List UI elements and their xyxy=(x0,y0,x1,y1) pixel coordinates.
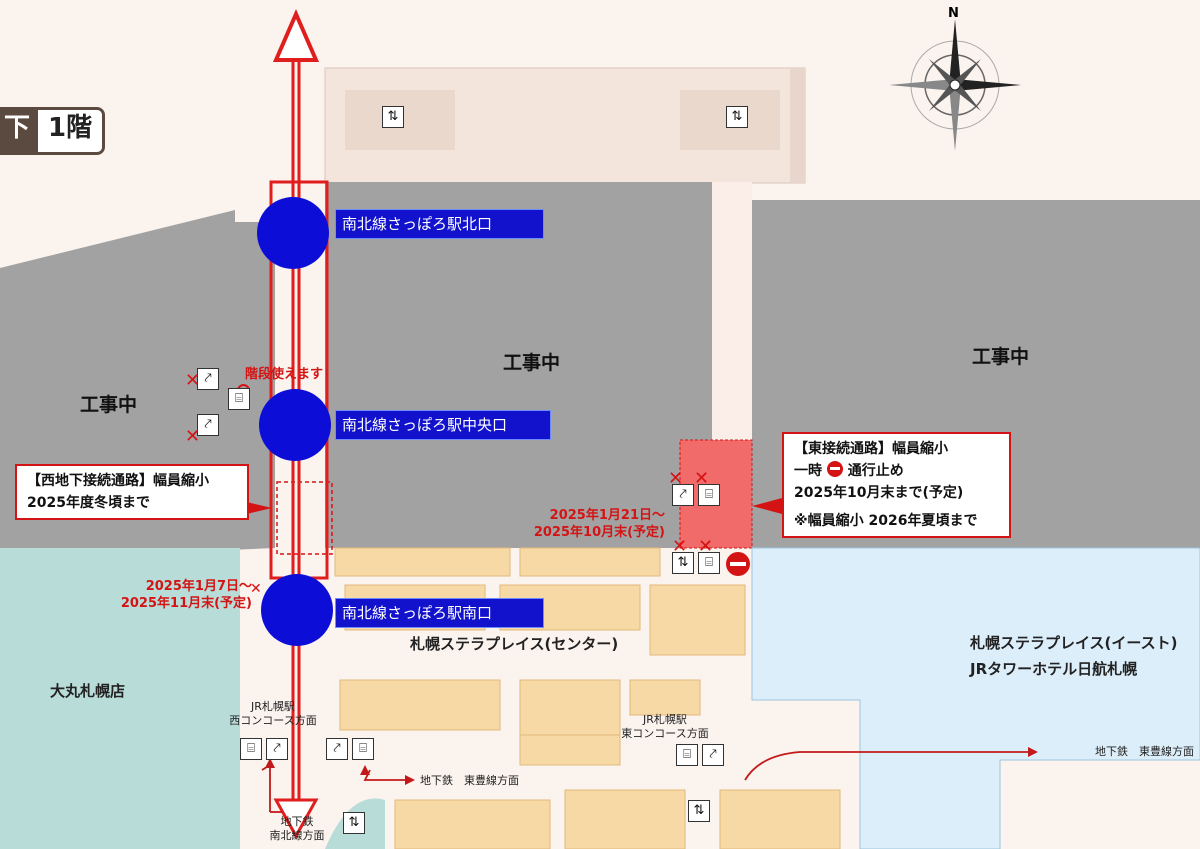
jr-east-line2: 東コンコース方面 xyxy=(621,727,709,740)
stellar-center-blocks xyxy=(334,547,841,849)
escalator-icon: ⤤ xyxy=(326,738,348,760)
closed-x-icon: ✕ xyxy=(698,536,714,557)
toho-direction-east: 地下鉄 東豊線方面 xyxy=(1095,745,1194,758)
closed-x-icon: ✕ xyxy=(250,581,262,597)
east-period-start: 2025年1月21日～ xyxy=(549,508,665,523)
north-wall xyxy=(790,68,805,183)
direction-arrowheads xyxy=(265,747,1038,785)
stairs-icon: ⌸ xyxy=(676,744,698,766)
west-period-start: 2025年1月7日～ xyxy=(145,579,252,594)
namboku-line2: 南北線方面 xyxy=(269,829,325,842)
closed-x-icon: ✕ xyxy=(672,536,688,557)
escalator-icon: ⤤ xyxy=(672,484,694,506)
namboku-line1: 地下鉄 xyxy=(280,815,314,828)
escalator-icon: ⤤ xyxy=(197,368,219,390)
stellar-east-block xyxy=(751,547,1200,849)
floor-prefix: 下 xyxy=(0,110,39,152)
east-period: 2025年1月21日～ 2025年10月末(予定) xyxy=(505,507,665,541)
compass-north-label: N xyxy=(948,6,959,21)
east-passage-closure: 一時 通行止め xyxy=(794,460,999,482)
closed-x-icon: ✕ xyxy=(668,468,684,489)
daimaru-block xyxy=(0,548,240,849)
jr-east-line1: JR札幌駅 xyxy=(643,713,687,726)
stairs-icon: ⌸ xyxy=(228,388,250,410)
route-arrow-south xyxy=(273,798,319,840)
stellar-east-label: 札幌ステラプレイス(イースト) xyxy=(970,634,1178,652)
west-passage-callout: 【西地下接続通路】幅員縮小 2025年度冬頃まで xyxy=(15,464,249,520)
west-passage-outline xyxy=(276,481,333,555)
east-corridor xyxy=(712,182,752,440)
west-period: 2025年1月7日～ 2025年11月末(予定) xyxy=(100,578,252,612)
toho-direction-center: 地下鉄 東豊線方面 xyxy=(420,774,519,787)
construction-label-west: 工事中 xyxy=(80,394,138,416)
station-label-central[interactable]: 南北線さっぽろ駅中央口 xyxy=(335,410,551,440)
east-passage-until: 2025年10月末まで(予定) xyxy=(794,485,964,501)
jr-west-line1: JR札幌駅 xyxy=(251,700,295,713)
construction-area-center xyxy=(325,182,712,548)
route-arrow-north xyxy=(272,8,320,62)
east-passage-note: ※幅員縮小 2026年夏頃まで xyxy=(794,513,978,529)
station-label-north[interactable]: 南北線さっぽろ駅北口 xyxy=(335,209,544,239)
station-circle-central[interactable] xyxy=(259,389,331,461)
station-circle-north[interactable] xyxy=(257,197,329,269)
construction-label-east: 工事中 xyxy=(972,346,1030,368)
stairs-note: 階段使えます xyxy=(245,367,324,382)
elevator-icon: ⇅ xyxy=(726,106,748,128)
stairs-icon: ⌸ xyxy=(698,552,720,574)
elevator-icon: ⇅ xyxy=(672,552,694,574)
closed-x-icon: ✕ xyxy=(185,426,201,447)
elevator-icon: ⇅ xyxy=(343,812,365,834)
stellar-center-label: 札幌ステラプレイス(センター) xyxy=(410,635,619,653)
closed-x-icon: ✕ xyxy=(185,370,201,391)
namboku-direction: 地下鉄 南北線方面 xyxy=(262,815,332,843)
no-entry-icon xyxy=(726,552,750,576)
east-period-end: 2025年10月末(予定) xyxy=(533,525,665,540)
station-label-south[interactable]: 南北線さっぽろ駅南口 xyxy=(335,598,544,628)
east-passage-callout: 【東接続通路】幅員縮小 一時 通行止め 2025年10月末まで(予定) ※幅員縮… xyxy=(782,432,1011,538)
east-callout-pointer xyxy=(752,498,782,514)
closed-x-icon: ✕ xyxy=(694,468,710,489)
stairs-icon: ⌸ xyxy=(352,738,374,760)
east-closure-post: 通行止め xyxy=(847,463,904,479)
daimaru-label: 大丸札幌店 xyxy=(50,682,126,700)
escalator-icon: ⤤ xyxy=(266,738,288,760)
stairs-icon: ⌸ xyxy=(698,484,720,506)
west-passage-until: 2025年度冬頃まで xyxy=(27,495,150,511)
east-passage-title: 【東接続通路】幅員縮小 xyxy=(794,441,948,457)
escalator-icon: ⤤ xyxy=(702,744,724,766)
elevator-icon: ⇅ xyxy=(688,800,710,822)
no-entry-icon xyxy=(826,461,843,477)
stairs-icon: ⌸ xyxy=(240,738,262,760)
floor-badge: 下 1階 xyxy=(0,107,106,155)
east-closure-pre: 一時 xyxy=(794,463,822,479)
jr-tower-hotel-label: JRタワーホテル日航札幌 xyxy=(970,660,1138,678)
jr-east-direction: JR札幌駅 東コンコース方面 xyxy=(610,713,720,741)
escalator-icon: ⤤ xyxy=(197,414,219,436)
jr-west-line2: 西コンコース方面 xyxy=(229,714,317,727)
jr-west-direction: JR札幌駅 西コンコース方面 xyxy=(228,700,318,728)
compass-icon xyxy=(889,19,1021,151)
construction-label-center: 工事中 xyxy=(503,352,561,374)
floor-level: 1階 xyxy=(38,110,103,152)
west-period-end: 2025年11月末(予定) xyxy=(120,596,252,611)
west-passage-title: 【西地下接続通路】幅員縮小 xyxy=(27,473,209,489)
station-circle-south[interactable] xyxy=(261,574,333,646)
elevator-icon: ⇅ xyxy=(382,106,404,128)
